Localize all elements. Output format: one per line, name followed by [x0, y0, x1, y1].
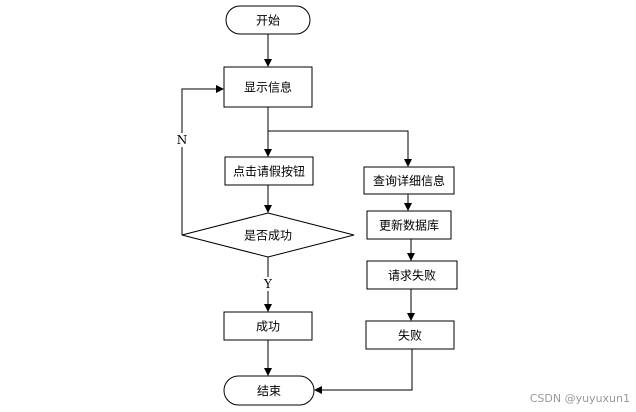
show-info-node: 显示信息: [223, 66, 313, 108]
click-button-label: 点击请假按钮: [233, 164, 305, 179]
decision-node: 是否成功: [181, 212, 355, 258]
end-node: 结束: [223, 375, 315, 406]
click-button-node: 点击请假按钮: [224, 156, 314, 186]
yes-label: Y: [263, 277, 273, 291]
query-detail-label: 查询详细信息: [373, 173, 445, 188]
watermark: CSDN @yuyuxun1: [530, 392, 630, 405]
start-label: 开始: [256, 14, 280, 28]
request-fail-label: 请求失败: [388, 268, 436, 283]
no-label: N: [177, 133, 188, 147]
update-db-label: 更新数据库: [379, 218, 439, 233]
show-info-label: 显示信息: [244, 80, 292, 95]
success-node: 成功: [223, 311, 313, 341]
success-label: 成功: [256, 320, 280, 334]
query-detail-node: 查询详细信息: [363, 166, 455, 195]
edge-no-loop: [181, 85, 224, 235]
fail-label: 失败: [398, 328, 422, 343]
yes-label-bg: [262, 277, 274, 291]
fail-node: 失败: [365, 320, 455, 350]
edge-show-query: [268, 130, 412, 167]
end-label: 结束: [257, 384, 281, 398]
edge-fail-end: [314, 349, 413, 394]
request-fail-node: 请求失败: [366, 260, 458, 290]
start-node: 开始: [225, 5, 311, 35]
update-db-node: 更新数据库: [366, 210, 452, 240]
decision-label: 是否成功: [244, 229, 292, 243]
no-label-bg: [176, 133, 188, 147]
